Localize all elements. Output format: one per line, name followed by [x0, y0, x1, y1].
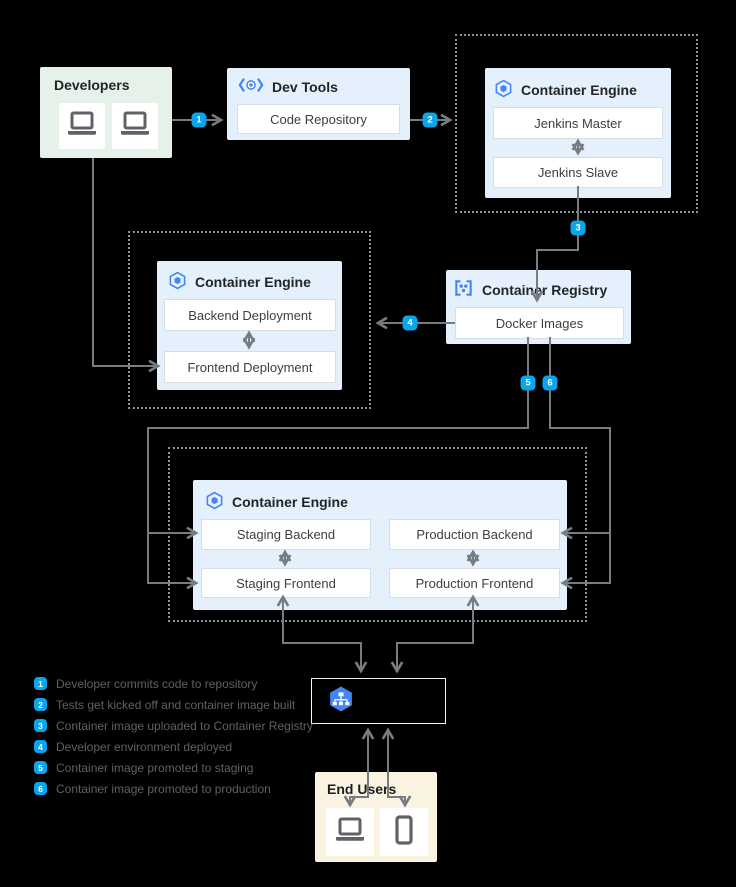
staging-frontend-node: Staging Frontend [201, 568, 371, 598]
legend-badge-2: 2 [34, 698, 47, 711]
dev-tools-card: Dev Tools Code Repository [227, 68, 410, 140]
step-badge-2: 2 [422, 112, 438, 128]
container-engine-icon [205, 491, 224, 513]
legend-item: 6 Container image promoted to production [34, 781, 313, 796]
registry-card: Container Registry Docker Images [446, 270, 631, 344]
legend-text: Container image promoted to staging [56, 760, 254, 775]
legend-text: Developer commits code to repository [56, 676, 258, 691]
end-users-card: End Users [315, 772, 437, 862]
staging-backend-node: Staging Backend [201, 519, 371, 550]
dev-tools-icon [238, 77, 264, 96]
step-badge-5: 5 [520, 375, 536, 391]
build-engine-title: Container Engine [521, 82, 637, 98]
dev-tools-header: Dev Tools [238, 77, 338, 96]
deploy-engine-title: Container Engine [232, 494, 348, 510]
legend-item: 1 Developer commits code to repository [34, 676, 313, 691]
legend-badge-1: 1 [34, 677, 47, 690]
laptop-icon [118, 111, 152, 142]
deploy-engine-header: Container Engine [205, 491, 348, 513]
legend-badge-4: 4 [34, 740, 47, 753]
step-badge-3: 3 [570, 220, 586, 236]
build-engine-header: Container Engine [494, 79, 637, 101]
frontend-deployment-node: Frontend Deployment [164, 351, 336, 383]
step-badge-4: 4 [402, 315, 418, 331]
end-users-title: End Users [327, 781, 397, 797]
dev-engine-title: Container Engine [195, 274, 311, 290]
build-engine-card: Container Engine Jenkins Master Jenkins … [485, 68, 671, 198]
legend-text: Tests get kicked off and container image… [56, 697, 296, 712]
container-engine-icon [494, 79, 513, 101]
load-balancer-card [311, 678, 446, 724]
developers-card: Developers [40, 67, 172, 158]
legend-text: Container image uploaded to Container Re… [56, 718, 313, 733]
laptop-icon [333, 817, 367, 848]
phone-icon [394, 814, 414, 850]
legend-text: Developer environment deployed [56, 739, 233, 754]
legend-item: 3 Container image uploaded to Container … [34, 718, 313, 733]
step-badge-1: 1 [191, 112, 207, 128]
dev-engine-card: Container Engine Backend Deployment Fron… [157, 261, 342, 390]
legend-badge-5: 5 [34, 761, 47, 774]
container-engine-icon [168, 271, 187, 293]
end-user-laptop-tile [326, 808, 374, 856]
developers-title: Developers [54, 77, 130, 93]
dev-tools-title: Dev Tools [272, 78, 338, 95]
legend-item: 4 Developer environment deployed [34, 739, 313, 754]
production-frontend-node: Production Frontend [389, 568, 560, 598]
legend-item: 5 Container image promoted to staging [34, 760, 313, 775]
developer-workstation-tile [112, 103, 158, 149]
jenkins-master-node: Jenkins Master [493, 107, 663, 139]
registry-title: Container Registry [482, 281, 608, 298]
end-user-phone-tile [380, 808, 428, 856]
legend-badge-3: 3 [34, 719, 47, 732]
legend: 1 Developer commits code to repository 2… [34, 677, 313, 803]
deploy-engine-card: Container Engine Staging Backend Product… [193, 480, 567, 610]
legend-item: 2 Tests get kicked off and container ima… [34, 697, 313, 712]
step-badge-6: 6 [542, 375, 558, 391]
backend-deployment-node: Backend Deployment [164, 299, 336, 331]
docker-images-node: Docker Images [455, 307, 624, 339]
load-balancer-icon [327, 685, 355, 718]
registry-header: Container Registry [453, 279, 607, 300]
developer-workstation-tile [59, 103, 105, 149]
container-registry-icon [453, 279, 474, 300]
legend-text: Container image promoted to production [56, 781, 271, 796]
jenkins-slave-node: Jenkins Slave [493, 157, 663, 188]
code-repository-node: Code Repository [237, 104, 400, 134]
legend-badge-6: 6 [34, 782, 47, 795]
production-backend-node: Production Backend [389, 519, 560, 550]
laptop-icon [65, 111, 99, 142]
dev-engine-header: Container Engine [168, 271, 311, 293]
